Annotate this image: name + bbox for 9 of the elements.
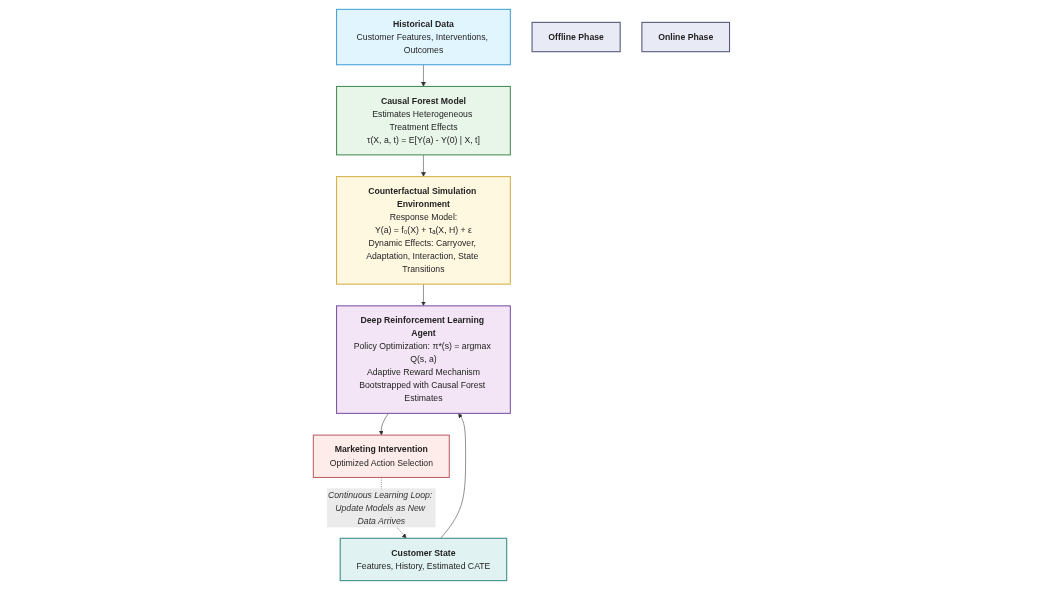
node-box: Counterfactual Simulation Environment Response Model: Y(a) = f₀(X) + τₐ(X, H) + ε Dynamic Effects: Carryover, Adaptation, Interaction, State Transitions <box>335 176 511 285</box>
node-box: Online Phase <box>640 21 730 53</box>
node-box: Deep Reinforcement Learning Agent Policy Optimization: π*(s) = argmax Q(s, a) Adaptive Reward Mechanism Bootstrapped with Causal Forest Estimates <box>335 305 511 414</box>
node-box: Marketing Intervention Optimized Action Selection <box>312 434 450 478</box>
edge-label: Continuous Learning Loop: Update Models as New Data Arrives <box>327 489 432 526</box>
node-box: Causal Forest Model Estimates Heterogeneous Treatment Effects τ(X, a, t) = E[Y(a) - Y(0) | X, t] <box>335 85 511 156</box>
node-box: Historical Data Customer Features, Interventions, Outcomes <box>335 8 511 66</box>
node-box: Offline Phase <box>531 21 621 53</box>
node-box: Customer State Features, History, Estimated CATE <box>339 537 507 582</box>
